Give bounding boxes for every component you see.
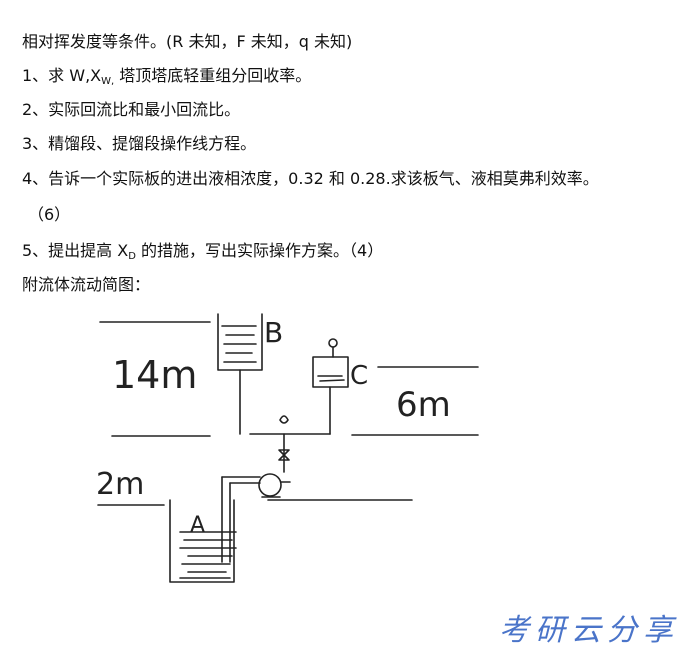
tank-c-liquid-2 (319, 379, 345, 382)
question-4: 4、告诉一个实际板的进出液相浓度，0.32 和 0.28.求该板气、液相莫弗利效… (22, 169, 599, 188)
watermark-logo: 考研云分享 (499, 613, 679, 648)
question-1-suffix: 塔顶塔底轻重组分回收率。 (114, 66, 312, 85)
tank-c-gauge (328, 338, 338, 348)
tank-c (312, 356, 349, 388)
question-4-score: （6） (28, 205, 71, 224)
flow-diagram: 14m 6m 2m A B C (96, 313, 479, 583)
label-2m: 2m (96, 467, 144, 502)
diagram-caption: 附流体流动简图： (22, 275, 151, 294)
question-5-prefix: 5、提出提高 X (22, 241, 129, 260)
question-1-prefix: 1、求 W,X (22, 66, 102, 85)
label-6m: 6m (396, 385, 451, 425)
question-2: 2、实际回流比和最小回流比。 (22, 100, 241, 119)
droplet-icon (279, 415, 289, 424)
label-14m: 14m (112, 353, 197, 397)
valve-icon (278, 449, 290, 461)
label-c: C (350, 361, 368, 391)
pump-icon (258, 473, 282, 497)
label-a: A (190, 513, 205, 538)
question-5-suffix: 的措施，写出实际操作方案。（4） (135, 241, 384, 260)
question-5-subscript: D (128, 251, 136, 262)
text-line-conditions: 相对挥发度等条件。(R 未知，F 未知，q 未知) (22, 32, 353, 51)
question-1-subscript: W, (101, 76, 115, 87)
question-1: 1、求 W,XW, 塔顶塔底轻重组分回收率。 (22, 65, 311, 93)
label-b: B (264, 316, 283, 349)
question-5: 5、提出提高 XD 的措施，写出实际操作方案。（4） (22, 240, 383, 268)
tank-a (169, 499, 235, 583)
question-3: 3、精馏段、提馏段操作线方程。 (22, 134, 257, 153)
